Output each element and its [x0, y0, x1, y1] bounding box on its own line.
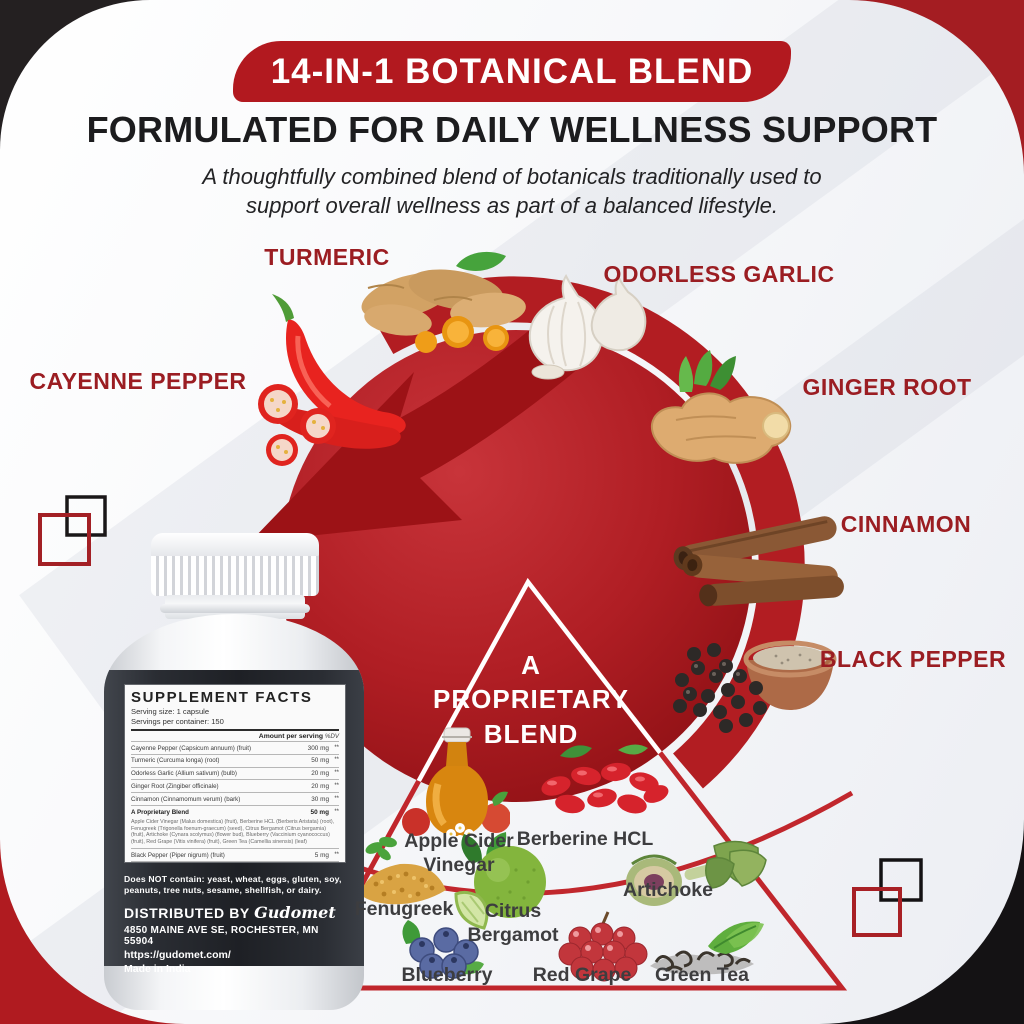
fenugreek-image — [360, 836, 446, 905]
cinnamon-image — [673, 516, 844, 607]
distributor-address: 4850 MAINE AVE SE, ROCHESTER, MN 55904 — [124, 925, 319, 948]
label-cayenne-pepper: CAYENNE PEPPER — [29, 368, 247, 394]
bottle-cap-ribs — [151, 556, 319, 596]
label-apple-cider-vinegar: Apple Cider Vinegar — [404, 830, 514, 876]
berberine-image — [541, 744, 669, 814]
facts-row: Odorless Garlic (Allium sativum) (bulb)2… — [131, 766, 339, 780]
cayenne-pepper-image — [258, 294, 406, 466]
bottle-label: SUPPLEMENT FACTS Serving size: 1 capsule… — [104, 670, 364, 975]
banner-ribbon: 14-IN-1 BOTANICAL BLEND — [233, 41, 791, 102]
label-citrus-bergamot: Citrus Bergamot — [467, 900, 559, 946]
ginger-root-image — [651, 350, 792, 464]
artichoke-image — [626, 840, 767, 906]
facts-title: SUPPLEMENT FACTS — [131, 689, 313, 706]
blueberry-image — [402, 920, 484, 979]
banner-title: 14-IN-1 BOTANICAL BLEND — [270, 51, 754, 91]
servings-per-container: Servings per container: 150 — [131, 717, 224, 726]
double-square-decoration-left — [38, 495, 107, 566]
bottle-neck-ring — [160, 604, 310, 613]
bottle-label-footer: Does NOT contain: yeast, wheat, eggs, gl… — [124, 874, 348, 975]
facts-header: Amount per serving %DV — [131, 729, 339, 741]
label-turmeric: TURMERIC — [264, 244, 390, 270]
supplement-facts-panel: SUPPLEMENT FACTS Serving size: 1 capsule… — [124, 684, 346, 863]
label-cinnamon: CINNAMON — [840, 511, 972, 537]
facts-row: Black Pepper (Piper nigrum) (fruit)5 mg*… — [131, 848, 339, 861]
facts-row: Ginger Root (Zingiber officinale)20 mg** — [131, 779, 339, 792]
facts-row: Turmeric (Curcuma longa) (root)50 mg** — [131, 753, 339, 767]
proprietary-blend-description: Apple Cider Vinegar (Malus domestica) (f… — [131, 818, 335, 846]
website-url: https://gudomet.com/ — [124, 949, 231, 962]
headline: FORMULATED FOR DAILY WELLNESS SUPPORT — [86, 109, 938, 150]
label-artichoke: Artichoke — [623, 879, 713, 901]
red-grape-image — [558, 911, 648, 982]
proprietary-blend-title: A PROPRIETARY BLEND — [433, 650, 629, 749]
black-pepper-image — [673, 640, 837, 733]
apple-cider-vinegar-image — [402, 727, 510, 842]
double-square-decoration-right — [852, 858, 923, 937]
label-red-grape: Red Grape — [532, 964, 632, 986]
subheadline-line2: support overall wellness as part of a ba… — [246, 193, 778, 219]
label-black-pepper: BLACK PEPPER — [819, 646, 1007, 672]
garlic-image — [528, 274, 647, 380]
triangle-outline-red — [300, 577, 848, 991]
facts-row: Cayenne Pepper (Capsicum annuum) (fruit)… — [131, 741, 339, 754]
green-tea-image — [650, 921, 764, 975]
distributed-by: DISTRIBUTED BY Gudomet — [124, 903, 336, 923]
turmeric-image — [361, 251, 526, 353]
bottle-body: SUPPLEMENT FACTS Serving size: 1 capsule… — [104, 614, 364, 1010]
bottle-cap — [151, 533, 319, 557]
subheadline: A thoughtfully combined blend of botanic… — [0, 162, 1024, 221]
label-fenugreek: Fenugreek — [354, 898, 454, 920]
curved-arrow — [250, 298, 598, 542]
brand-logo: Gudomet — [254, 903, 336, 923]
made-in: Made in India — [124, 963, 191, 976]
serving-size: Serving size: 1 capsule — [131, 707, 210, 716]
label-berberine-hcl: Berberine HCL — [516, 828, 654, 850]
label-blueberry: Blueberry — [401, 964, 493, 986]
label-green-tea: Green Tea — [655, 964, 749, 986]
label-ginger-root: GINGER ROOT — [802, 374, 972, 400]
citrus-bergamot-image — [454, 832, 546, 930]
subheadline-line1: A thoughtfully combined blend of botanic… — [202, 164, 822, 189]
does-not-contain: Does NOT contain: yeast, wheat, eggs, gl… — [124, 874, 342, 896]
dv-footnote: ** Daily Value (DV) not established — [131, 860, 339, 862]
label-odorless-garlic: ODORLESS GARLIC — [603, 261, 835, 287]
facts-row: Cinnamon (Cinnamomum verum) (bark)30 mg*… — [131, 792, 339, 805]
